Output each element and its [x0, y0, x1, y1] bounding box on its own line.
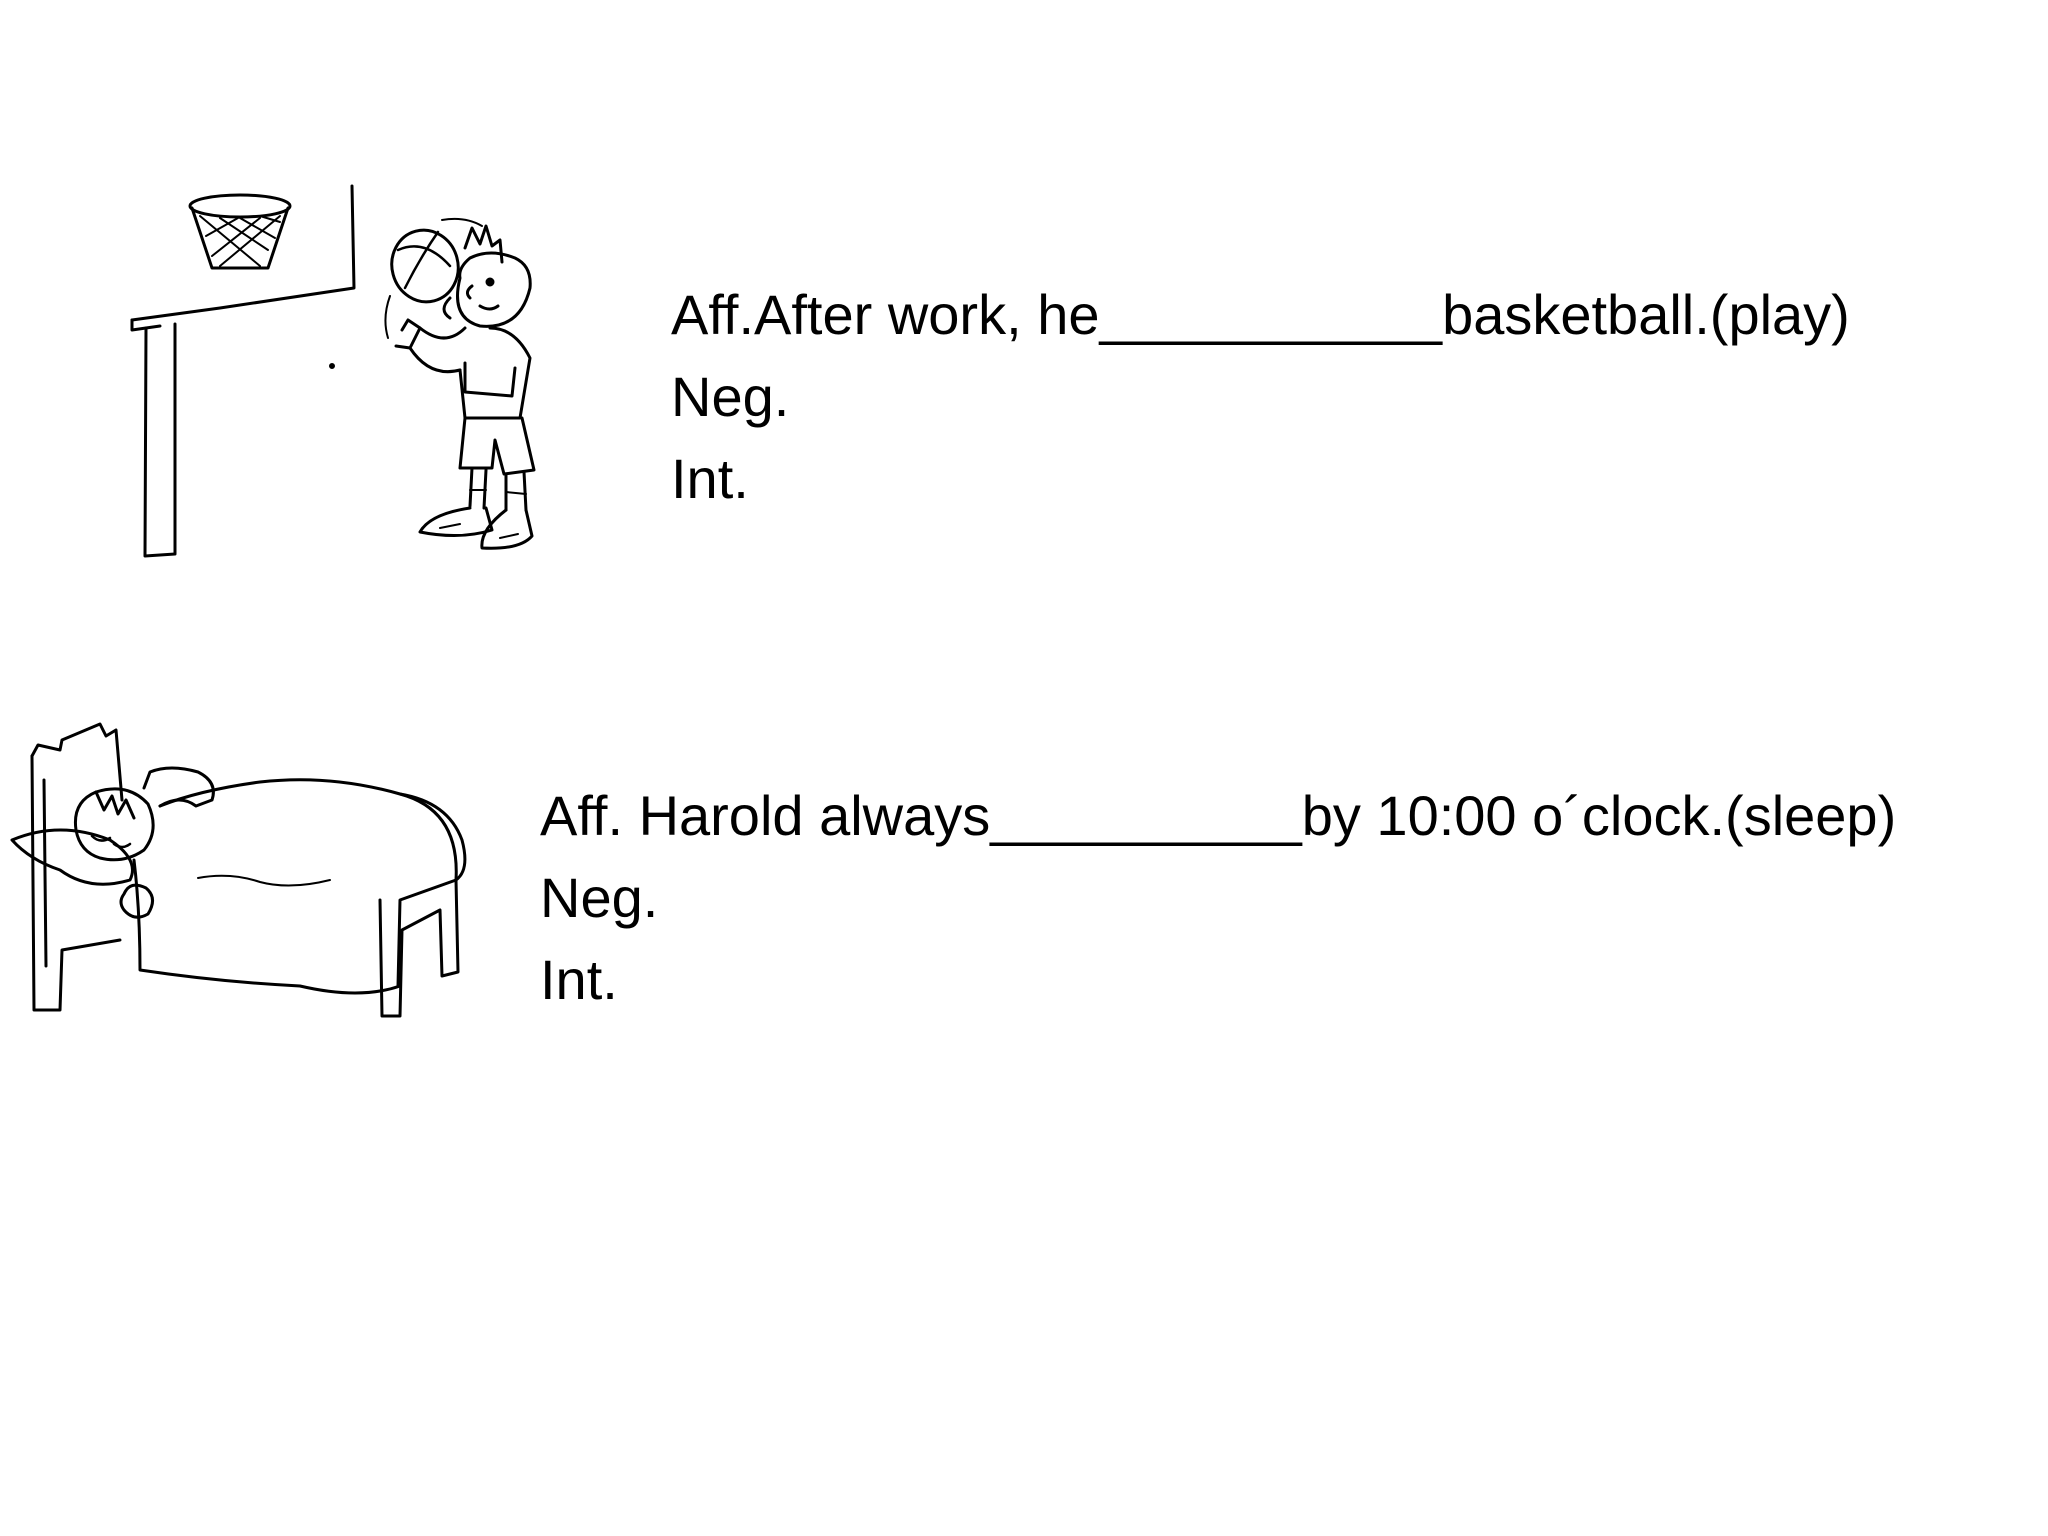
sleeping-in-bed-illustration: [0, 710, 490, 1020]
exercise-1-negative-label: Neg.: [671, 365, 790, 428]
basketball-player-icon: [130, 184, 536, 558]
basketball-player-illustration: [120, 178, 610, 563]
exercise-2-interrogative-label: Int.: [540, 948, 618, 1011]
exercise-1: Aff.After work, he___________basketball.…: [671, 274, 1850, 520]
exercise-2-negative-label: Neg.: [540, 866, 659, 929]
exercise-1-affirmative-sentence: Aff.After work, he___________basketball.…: [671, 283, 1850, 346]
exercise-2: Aff. Harold always__________by 10:00 o´c…: [540, 775, 1896, 1021]
exercise-2-affirmative-sentence: Aff. Harold always__________by 10:00 o´c…: [540, 784, 1897, 847]
exercise-1-interrogative-label: Int.: [671, 447, 749, 510]
sleeping-in-bed-icon: [10, 722, 467, 1018]
